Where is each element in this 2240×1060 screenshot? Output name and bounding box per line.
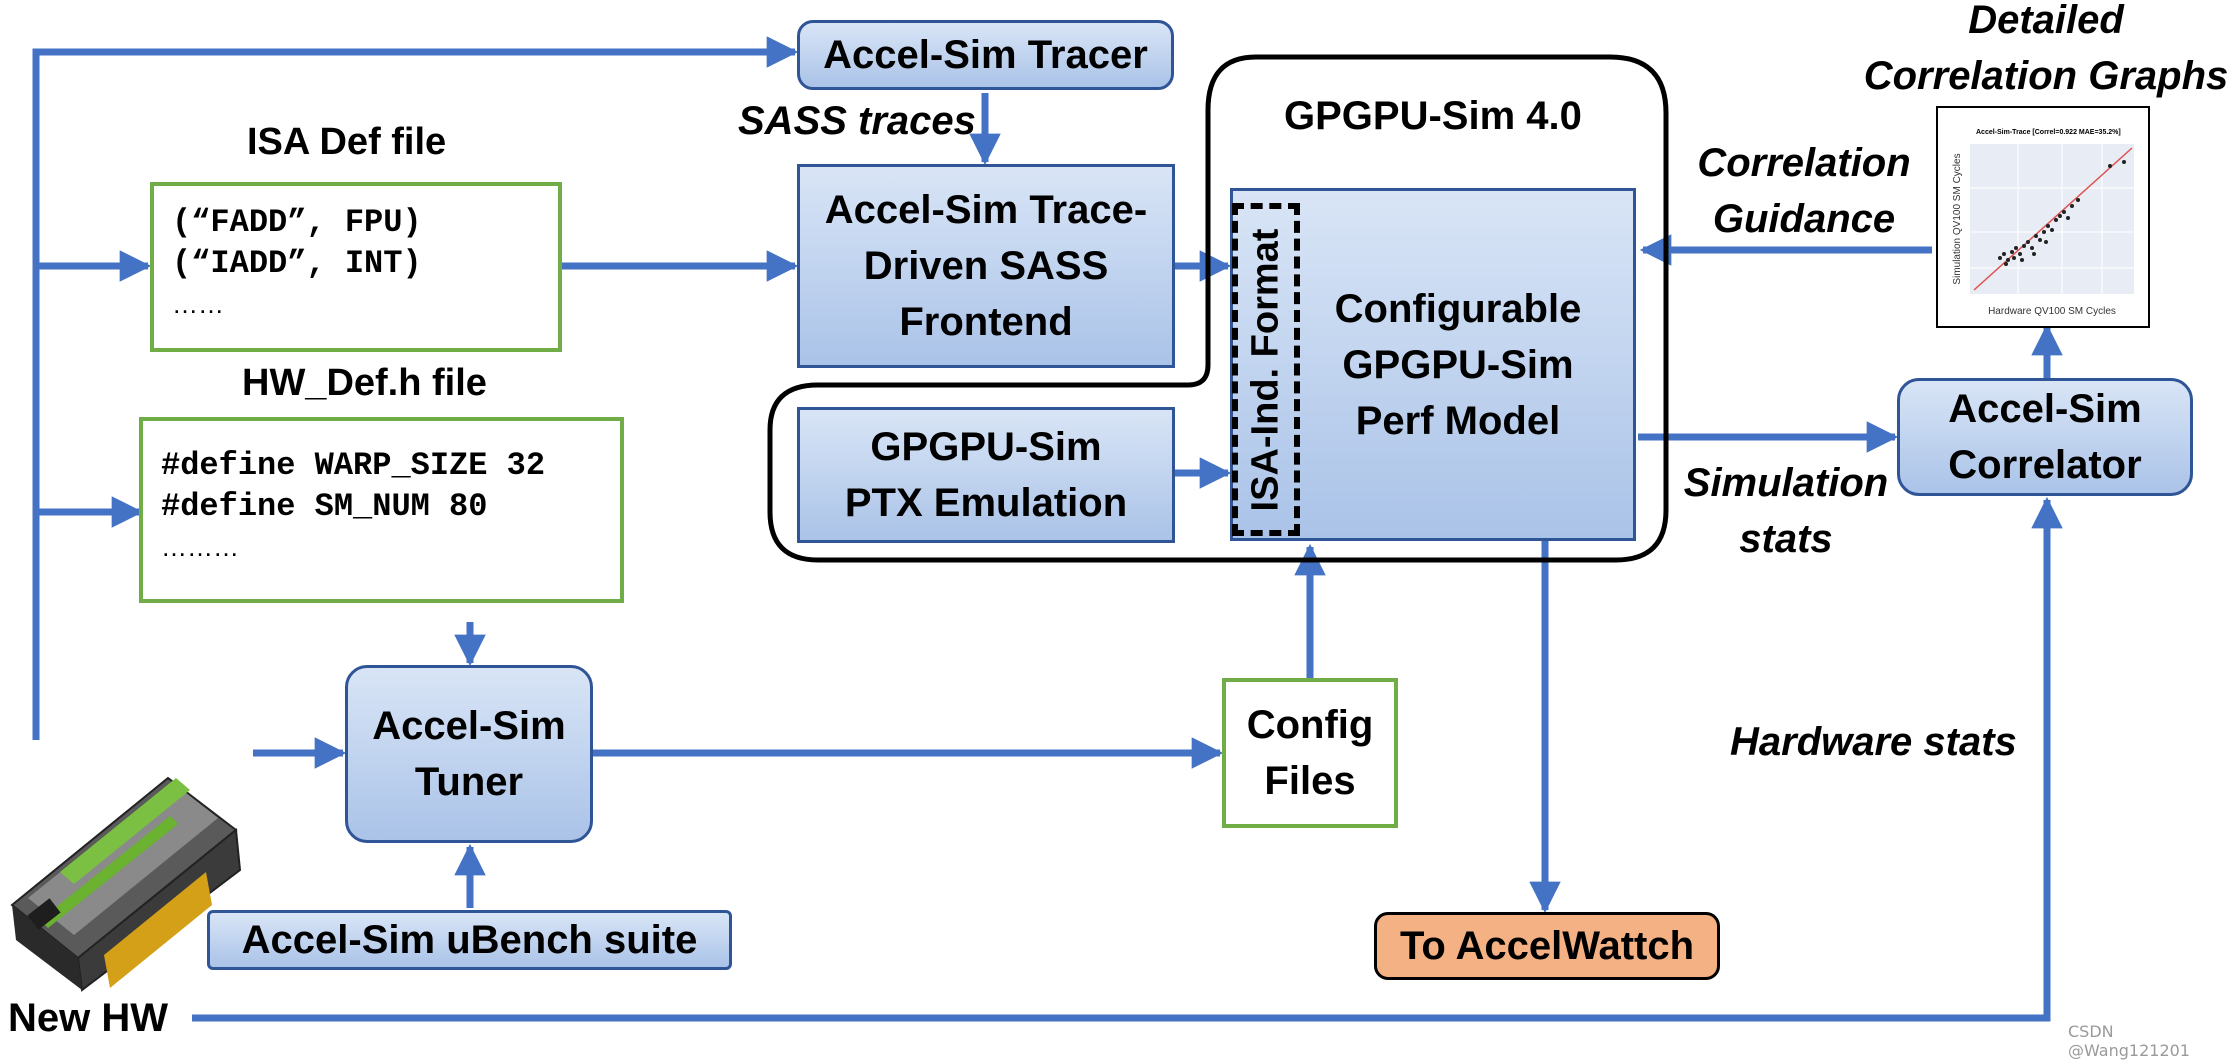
sim-stats-line-2: stats: [1739, 517, 1833, 561]
config-line-1: Config: [1246, 703, 1374, 747]
accel-sim-tracer-label: Accel-Sim Tracer: [823, 33, 1148, 77]
ptx-line-1: GPGPU-Sim: [870, 425, 1102, 469]
hw-def-line-2: #define SM_NUM 80: [161, 488, 488, 525]
ptx-line-2: PTX Emulation: [844, 481, 1128, 525]
thumbnail-xlabel: Hardware QV100 SM Cycles: [1988, 306, 2116, 317]
gpu-card-icon: [10, 776, 242, 992]
ubench-suite-box: Accel-Sim uBench suite: [207, 910, 732, 970]
accel-sim-tracer-box: Accel-Sim Tracer: [797, 20, 1174, 90]
hw-def-title: HW_Def.h file: [242, 362, 487, 404]
accelwattch-box: To AccelWattch: [1374, 912, 1720, 980]
isa-ind-format-box: ISA-Ind. Format: [1232, 203, 1300, 536]
hardware-stats-line: [192, 496, 2063, 1022]
guidance-line-1: Correlation: [1697, 141, 1911, 185]
config-line-2: Files: [1264, 759, 1356, 803]
tuner-line-1: Accel-Sim: [372, 704, 566, 748]
gpgpu-sim-title: GPGPU-Sim 4.0: [1284, 94, 1582, 138]
detailed-graphs-line-1: Detailed: [1968, 0, 2124, 42]
frontend-line-2: Driven SASS: [863, 244, 1109, 288]
isa-def-line-1: (“FADD”, FPU): [172, 204, 422, 241]
sass-traces-label: SASS traces: [738, 99, 976, 143]
guidance-line-2: Guidance: [1712, 197, 1896, 241]
detailed-graphs-title: Detailed Correlation Graphs: [1856, 0, 2236, 104]
config-files-box: Config Files: [1222, 678, 1398, 828]
ubench-label: Accel-Sim uBench suite: [241, 918, 698, 962]
accel-sim-correlator-box: Accel-Sim Correlator: [1897, 378, 2193, 496]
frontend-line-1: Accel-Sim Trace-: [824, 188, 1148, 232]
accelwattch-label: To AccelWattch: [1399, 924, 1695, 968]
perf-model-line-3: Perf Model: [1355, 398, 1561, 443]
perf-model-line-1: Configurable: [1334, 286, 1582, 331]
hardware-stats-label: Hardware stats: [1730, 720, 2017, 764]
correlation-graph-thumbnail: Accel-Sim-Trace [Correl=0.922 MAE=35.2%]…: [1936, 106, 2150, 328]
accel-sim-tuner-box: Accel-Sim Tuner: [345, 665, 593, 843]
hw-def-file-box: #define WARP_SIZE 32 #define SM_NUM 80 ……: [139, 417, 624, 603]
isa-ind-format-label: ISA-Ind. Format: [1244, 228, 1287, 511]
hw-def-line-3: ………: [161, 532, 239, 562]
correlator-line-1: Accel-Sim: [1948, 387, 2142, 431]
perf-model-line-2: GPGPU-Sim: [1342, 342, 1574, 387]
isa-def-line-2: (“IADD”, INT): [172, 245, 422, 282]
correlation-scatter-plot: Accel-Sim-Trace [Correl=0.922 MAE=35.2%]…: [1952, 129, 2134, 317]
thumbnail-title: Accel-Sim-Trace [Correl=0.922 MAE=35.2%]: [1976, 129, 2121, 136]
isa-def-file-box: (“FADD”, FPU) (“IADD”, INT) ……: [150, 182, 562, 352]
tuner-line-2: Tuner: [414, 760, 524, 804]
detailed-graphs-line-2: Correlation Graphs: [1863, 54, 2229, 98]
thumbnail-ylabel: Simulation QV100 SM Cycles: [1952, 153, 1963, 284]
new-hw-label: New HW: [8, 996, 168, 1040]
sim-stats-line-1: Simulation: [1683, 461, 1889, 505]
isa-def-title: ISA Def file: [247, 121, 447, 163]
gpgpu-sim-region-outline: [767, 54, 1669, 563]
correlation-guidance-label: Correlation Guidance: [1688, 135, 1920, 247]
frontend-line-3: Frontend: [899, 300, 1073, 344]
correlator-line-2: Correlator: [1948, 443, 2142, 487]
watermark: CSDN @Wang121201: [2068, 1022, 2190, 1060]
trace-driven-frontend-box: Accel-Sim Trace- Driven SASS Frontend: [797, 164, 1175, 368]
hw-def-line-1: #define WARP_SIZE 32: [161, 447, 546, 484]
simulation-stats-label: Simulation stats: [1670, 455, 1902, 567]
ptx-emulation-box: GPGPU-Sim PTX Emulation: [797, 407, 1175, 543]
isa-def-line-3: ……: [172, 289, 224, 319]
